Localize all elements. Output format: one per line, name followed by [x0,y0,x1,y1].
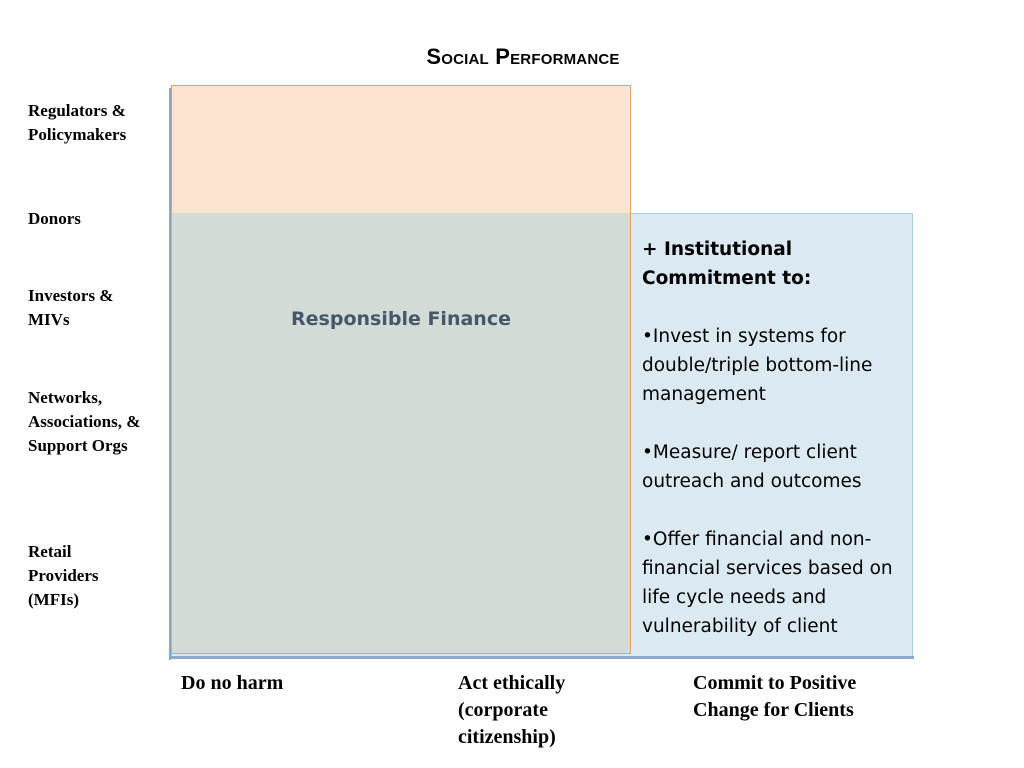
y-label-regulators: Regulators & Policymakers [28,101,127,144]
y-label-donors: Donors [28,209,81,228]
x-label-do-no-harm: Do no harm [181,672,284,694]
y-label-investors: Investors & MIVs [28,286,114,329]
responsible-finance-label: Responsible Finance [291,308,511,330]
commitment-heading: + Institutional Commitment to: [642,239,812,289]
commitment-item: •Measure/ report client outreach and out… [642,442,862,492]
y-label-networks: Networks, Associations, & Support Orgs [28,388,141,455]
responsible-finance-zone [171,213,631,654]
commitment-item: •Offer financial and non-financial servi… [642,529,893,637]
upper-band-zone [171,85,631,213]
y-axis [169,88,171,660]
commitment-text-block: + Institutional Commitment to: •Invest i… [642,235,910,641]
x-label-act-ethically: Act ethically (corporate citizenship) [458,672,566,748]
x-axis [169,656,914,659]
commitment-item: •Invest in systems for double/triple bot… [642,326,873,405]
x-label-commit-positive-change: Commit to Positive Change for Clients [693,672,857,721]
y-label-retail-providers: Retail Providers (MFIs) [28,542,99,609]
diagram-title: Social Performance [426,44,620,69]
